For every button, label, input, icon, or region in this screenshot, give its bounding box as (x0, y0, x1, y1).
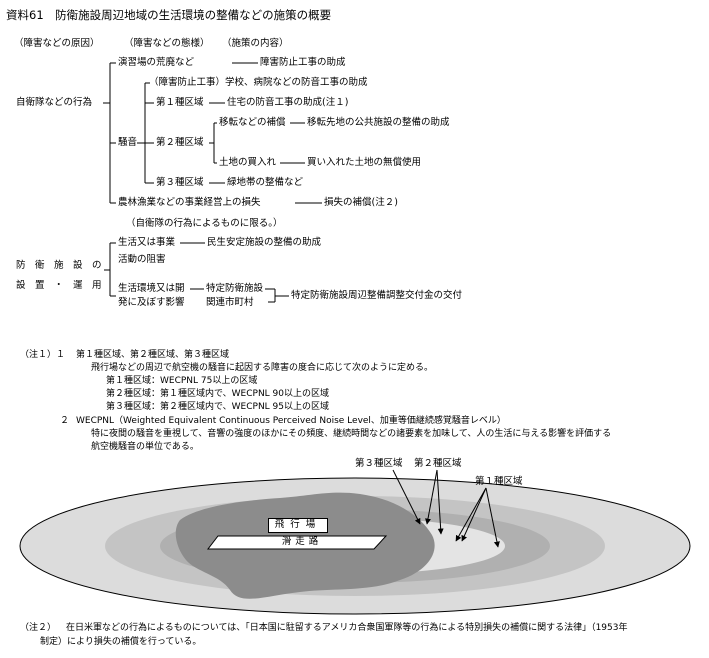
header-form: （障害などの態様） (124, 38, 210, 49)
note1-zone3: 第３種区域：第２種区域内で、WECPNL 95以上の区域 (106, 402, 329, 412)
tree2-limit-note: （自衛隊の行為によるものに限る。） (126, 218, 283, 229)
zone1-label: 第１種区域 (475, 476, 523, 487)
zone2-label: 第２種区域 (414, 458, 462, 469)
tree1-land-purchase-measure: 買い入れた土地の無償使用 (307, 157, 422, 168)
tree1-zone3: 第３種区域 (156, 177, 204, 188)
note2-body-1: 特に夜間の騒音を重視して、音響の強度のほかにその頻度、継続時間などの諸要素を加味… (91, 429, 612, 439)
note1-body: 飛行場などの周辺で航空機の騒音に起因する障害の度合に応じて次のように定める。 (91, 363, 434, 373)
tree2-livelihood-measure: 民生安定施設の整備の助成 (207, 237, 322, 248)
tree1-relocation: 移転などの補償 (219, 117, 286, 128)
note2-head: WECPNL（Weighted Equivalent Continuous Pe… (76, 416, 506, 426)
airfield-text: 飛行場 (274, 519, 322, 530)
header-cause: （障害などの原因） (14, 38, 100, 49)
tree1-noise: 騒音 (118, 137, 138, 148)
note1-zone1: 第１種区域：WECPNL 75以上の区域 (106, 376, 258, 386)
tree1-root: 自衛隊などの行為 (16, 97, 93, 108)
tree2-root-line2: 設 置 ・ 運 用 (16, 280, 102, 291)
tree-connector-lines (103, 62, 322, 303)
note1-head: 第１種区域、第２種区域、第３種区域 (76, 350, 230, 360)
tree2-livelihood-1: 生活又は事業 (118, 237, 176, 248)
airfield-label: 飛行場 (268, 518, 328, 533)
tree2-related-town: 関連市町村 (206, 297, 254, 308)
tree2-env-2: 発に及ぼす影響 (118, 297, 185, 308)
note3-body-1: 在日米軍などの行為によるものについては、「日本国に駐留するアメリカ合衆国軍隊等の… (66, 623, 628, 633)
tree1-zone2: 第２種区域 (156, 137, 204, 148)
runway-label: 滑走路 (281, 536, 323, 547)
note3-body-2: 制定）により損失の補償を行っている。 (40, 637, 202, 647)
note1-label: （注１）１ (20, 350, 66, 360)
tree2-grant: 特定防衛施設周辺整備調整交付金の交付 (291, 290, 463, 301)
tree1-zone1-measure: 住宅の防音工事の助成(注１) (227, 97, 349, 108)
tree1-zone1: 第１種区域 (156, 97, 204, 108)
tree1-agri-measure: 損失の補償(注２) (324, 197, 398, 208)
header-measure: （施策の内容） (222, 38, 289, 49)
note3-label: （注２） (20, 623, 57, 633)
tree2-root-line1: 防 衛 施 設 の (16, 260, 102, 271)
tree2-specific-facility: 特定防衛施設 (206, 283, 264, 294)
tree1-land-purchase: 土地の買入れ (219, 157, 277, 168)
page-title: 資料61 防衛施設周辺地域の生活環境の整備などの施策の概要 (6, 8, 332, 22)
tree1-training-measure: 障害防止工事の助成 (260, 57, 346, 68)
tree2-livelihood-2: 活動の阻害 (118, 254, 166, 265)
runway-shape (206, 535, 388, 550)
note2-body-2: 航空機騒音の単位である。 (91, 442, 199, 452)
tree1-relocation-measure: 移転先地の公共施設の整備の助成 (307, 117, 450, 128)
tree1-noise-prevention: （障害防止工事）学校、病院などの防音工事の助成 (149, 77, 368, 88)
tree1-training: 演習場の荒廃など (118, 57, 195, 68)
note1-zone2: 第２種区域：第１種区域内で、WECPNL 90以上の区域 (106, 389, 329, 399)
tree1-zone3-measure: 緑地帯の整備など (227, 177, 304, 188)
tree2-env-1: 生活環境又は開 (118, 283, 185, 294)
tree1-agri: 農林漁業などの事業経営上の損失 (118, 197, 261, 208)
zone3-label: 第３種区域 (355, 458, 403, 469)
note2-label: ２ (60, 416, 70, 426)
